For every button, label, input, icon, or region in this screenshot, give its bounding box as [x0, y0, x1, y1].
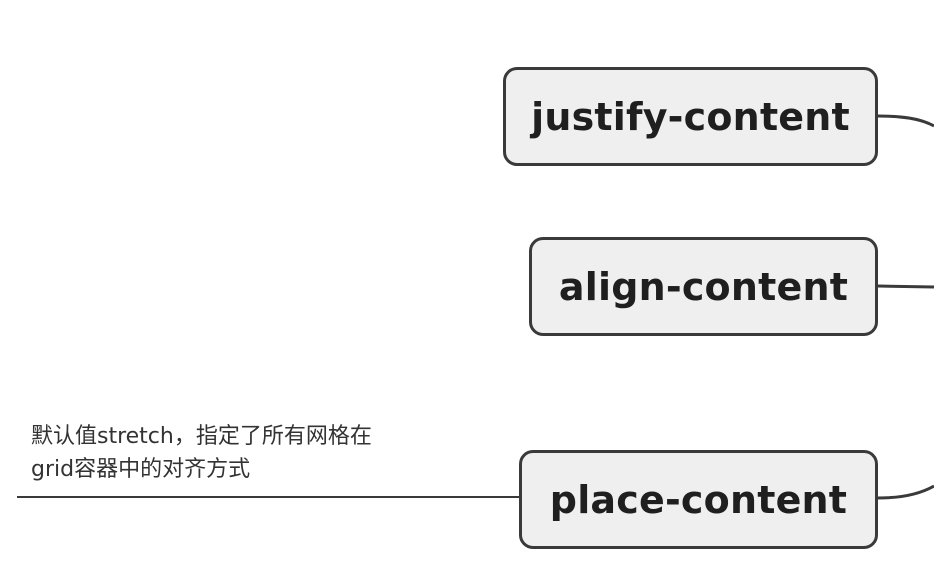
note-line-1: 默认值stretch，指定了所有网格在	[31, 424, 372, 449]
node-place-content[interactable]: place-content	[519, 450, 878, 549]
node-place-content-label: place-content	[549, 477, 848, 522]
node-justify-content[interactable]: justify-content	[503, 67, 878, 166]
note-line-2: grid容器中的对齐方式	[31, 457, 251, 482]
connector-align	[877, 284, 934, 289]
node-align-content[interactable]: align-content	[529, 237, 878, 336]
connector-justify	[877, 114, 934, 128]
node-align-content-label: align-content	[558, 264, 849, 309]
place-content-note[interactable]: 默认值stretch，指定了所有网格在 grid容器中的对齐方式	[31, 420, 451, 486]
connector-place	[877, 484, 934, 500]
node-justify-content-label: justify-content	[531, 94, 850, 139]
